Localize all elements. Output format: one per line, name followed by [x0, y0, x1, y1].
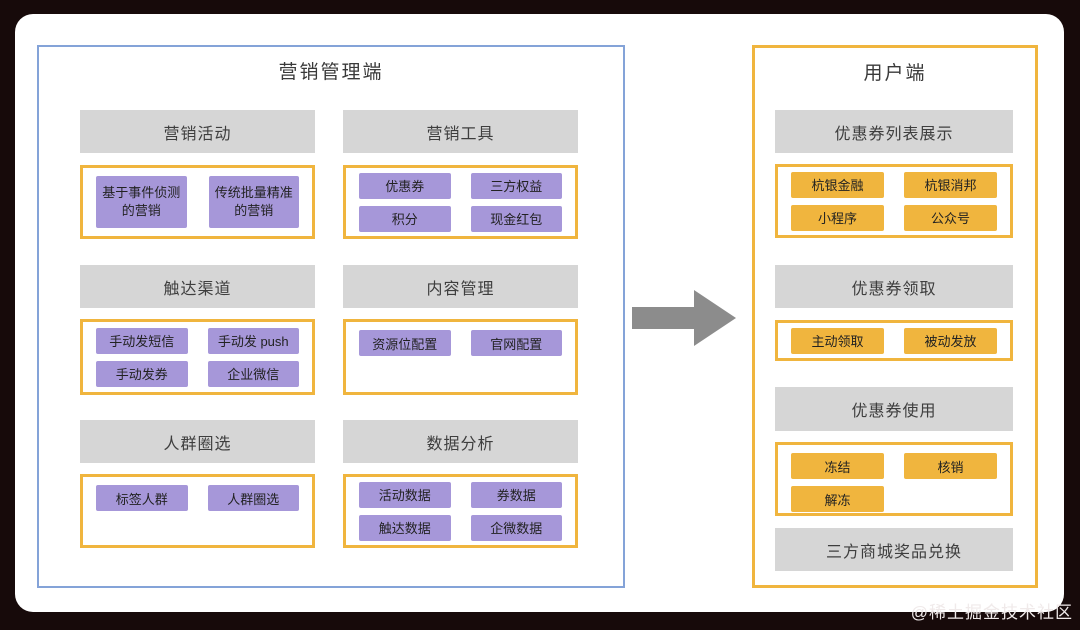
section-header-third-party-mall-redemption: 三方商城奖品兑换: [775, 528, 1013, 571]
item-event-detection-marketing: 基于事件侦测的营销: [96, 176, 187, 228]
subbox-reach-channels: 手动发短信 手动发 push 手动发券 企业微信: [80, 319, 315, 395]
section-header-coupon-usage: 优惠券使用: [775, 387, 1013, 431]
watermark: @稀土掘金技术社区: [910, 603, 1073, 622]
item-coupon-data: 券数据: [470, 481, 562, 508]
section-header-coupon-list-display: 优惠券列表展示: [775, 110, 1013, 153]
item-active-claim: 主动领取: [791, 327, 884, 354]
subbox-audience-selection: 标签人群 人群圈选: [80, 474, 315, 548]
item-wecom: 企业微信: [207, 360, 299, 387]
item-coupon: 优惠券: [359, 172, 451, 199]
item-manual-push: 手动发 push: [207, 327, 299, 354]
section-header-data-analysis: 数据分析: [343, 420, 578, 463]
section-header-content-management: 内容管理: [343, 265, 578, 308]
item-official-account: 公众号: [904, 204, 997, 231]
right-arrow-icon: [632, 290, 736, 346]
item-manual-coupon-send: 手动发券: [96, 360, 188, 387]
subbox-coupon-list-display: 杭银金融 杭银消邦 小程序 公众号: [775, 164, 1013, 238]
section-header-marketing-tools: 营销工具: [343, 110, 578, 153]
item-official-site-config: 官网配置: [470, 330, 562, 356]
subbox-data-analysis: 活动数据 券数据 触达数据 企微数据: [343, 474, 578, 548]
section-header-reach-channels: 触达渠道: [80, 265, 315, 308]
panel-title-user-side: 用户端: [863, 63, 927, 84]
section-header-coupon-claim: 优惠券领取: [775, 265, 1013, 308]
item-passive-issue: 被动发放: [904, 327, 997, 354]
item-hangyin-finance: 杭银金融: [791, 171, 884, 198]
item-points: 积分: [359, 205, 451, 232]
item-campaign-data: 活动数据: [359, 481, 451, 508]
item-cash-red-packet: 现金红包: [470, 205, 562, 232]
item-tag-audience: 标签人群: [96, 485, 188, 511]
item-hangyin-xiaobang: 杭银消邦: [904, 171, 997, 198]
item-unfreeze: 解冻: [791, 486, 884, 512]
panel-marketing-management: 营销管理端 营销活动 营销工具 基于事件侦测的营销 传统批量精准的营销 优惠券 …: [37, 45, 625, 588]
subbox-marketing-tools: 优惠券 三方权益 积分 现金红包: [343, 165, 578, 239]
item-audience-selection: 人群圈选: [207, 485, 299, 511]
item-freeze: 冻结: [791, 453, 884, 479]
item-wecom-data: 企微数据: [470, 514, 562, 541]
item-manual-sms: 手动发短信: [96, 327, 188, 354]
item-batch-precision-marketing: 传统批量精准的营销: [208, 176, 299, 228]
item-third-party-benefits: 三方权益: [470, 172, 562, 199]
section-header-audience-selection: 人群圈选: [80, 420, 315, 463]
item-reach-data: 触达数据: [359, 514, 451, 541]
subbox-coupon-claim: 主动领取 被动发放: [775, 320, 1013, 361]
subbox-coupon-usage: 冻结 核销 解冻: [775, 442, 1013, 516]
subbox-marketing-campaigns: 基于事件侦测的营销 传统批量精准的营销: [80, 165, 315, 239]
section-header-marketing-campaigns: 营销活动: [80, 110, 315, 153]
panel-title-marketing-management: 营销管理端: [278, 62, 384, 83]
item-mini-program: 小程序: [791, 204, 884, 231]
panel-user-side: 用户端 优惠券列表展示 杭银金融 杭银消邦 小程序 公众号 优惠券领取 主动领取…: [752, 45, 1038, 588]
item-redeem: 核销: [904, 453, 997, 479]
item-resource-slot-config: 资源位配置: [359, 330, 451, 356]
subbox-content-management: 资源位配置 官网配置: [343, 319, 578, 395]
